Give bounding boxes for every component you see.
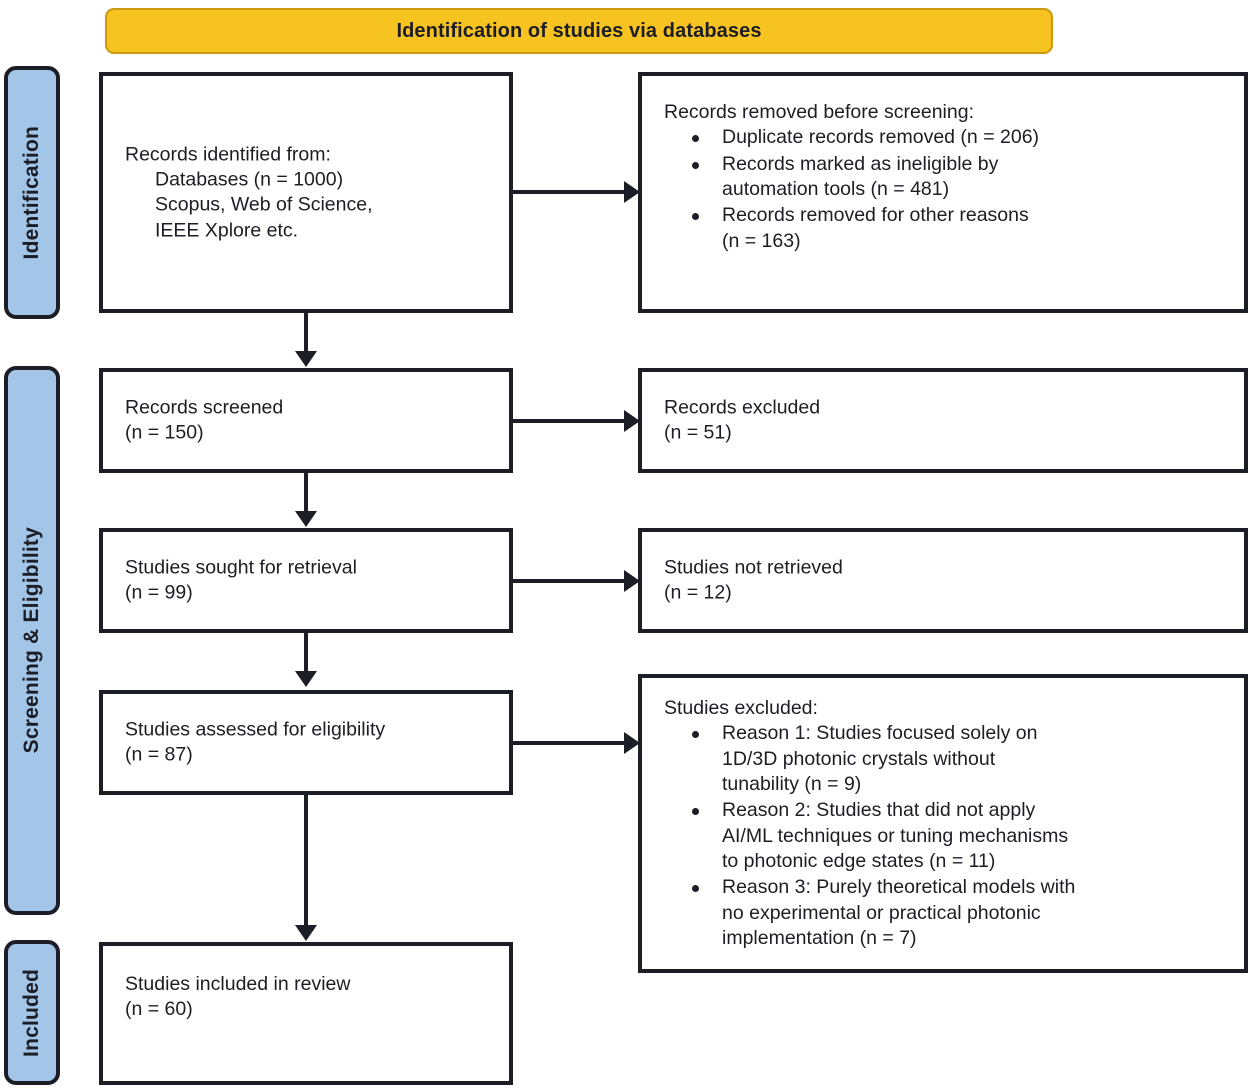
list-item: Reason 2: Studies that did not apply AI/… <box>664 798 1232 874</box>
studies-included-line-2: (n = 60) <box>125 998 193 1021</box>
stage-pill-included: Included <box>4 940 60 1085</box>
records-screened-line-2: (n = 150) <box>125 421 204 444</box>
stage-label-identification: Identification <box>20 125 43 260</box>
records-excluded-line-1: Records excluded <box>664 396 821 419</box>
studies-included-line-1: Studies included in review <box>125 973 351 995</box>
connector-sought-to-assessed <box>304 633 308 673</box>
stage-label-screening-eligibility: Screening & Eligibility <box>20 527 43 754</box>
arrow-right-icon-screened-to-excluded <box>624 410 640 432</box>
connector-assessed-to-included <box>304 795 308 927</box>
records-screened-line-1: Records screened <box>125 396 284 419</box>
list-item: Reason 3: Purely theoretical models with… <box>664 875 1232 951</box>
box-studies-assessed-content: Studies assessed for eligibility (n = 87… <box>125 717 497 768</box>
stage-pill-identification: Identification <box>4 66 60 319</box>
stage-pill-screening-eligibility: Screening & Eligibility <box>4 366 60 915</box>
box-records-removed-content: Records removed before screening: Duplic… <box>664 100 1232 255</box>
box-records-excluded-content: Records excluded (n = 51) <box>664 395 1232 446</box>
studies-sought-line-1: Studies sought for retrieval <box>125 556 357 579</box>
list-item: Duplicate records removed (n = 206) <box>664 125 1232 150</box>
arrow-down-icon-screened-to-sought <box>295 511 317 527</box>
studies-excluded-bullet-list: Reason 1: Studies focused solely on 1D/3… <box>664 721 1232 951</box>
banner-title: Identification of studies via databases <box>396 19 762 42</box>
stage-label-included: Included <box>20 968 43 1057</box>
box-studies-assessed-for-eligibility: Studies assessed for eligibility (n = 87… <box>99 690 513 795</box>
studies-not-retrieved-line-2: (n = 12) <box>664 581 732 604</box>
records-excluded-line-2: (n = 51) <box>664 421 732 444</box>
banner-identification-via-databases: Identification of studies via databases <box>105 8 1053 54</box>
studies-assessed-line-2: (n = 87) <box>125 743 193 766</box>
studies-assessed-line-1: Studies assessed for eligibility <box>125 718 386 741</box>
connector-assessed-to-studies-excluded <box>513 741 626 745</box>
connector-screened-to-excluded <box>513 419 626 423</box>
records-removed-bullet-list: Duplicate records removed (n = 206) Reco… <box>664 125 1232 254</box>
studies-not-retrieved-line-1: Studies not retrieved <box>664 556 843 579</box>
arrow-right-icon-assessed-to-studies-excluded <box>624 732 640 754</box>
records-removed-heading: Records removed before screening: <box>664 101 974 123</box>
arrow-down-icon-sought-to-assessed <box>295 671 317 687</box>
studies-sought-line-2: (n = 99) <box>125 581 193 604</box>
arrow-down-icon-assessed-to-included <box>295 925 317 941</box>
box-records-removed-before-screening: Records removed before screening: Duplic… <box>638 72 1248 313</box>
studies-excluded-heading: Studies excluded: <box>664 697 818 719</box>
arrow-down-icon-identified-to-screened <box>295 351 317 367</box>
box-records-excluded: Records excluded (n = 51) <box>638 368 1248 473</box>
connector-identified-to-removed <box>513 190 626 194</box>
list-item: Reason 1: Studies focused solely on 1D/3… <box>664 721 1232 797</box>
box-records-identified: Records identified from: Databases (n = … <box>99 72 513 313</box>
arrow-right-icon-sought-to-not-retrieved <box>624 570 640 592</box>
records-identified-line-1: Records identified from: <box>125 142 331 165</box>
list-item: Records marked as ineligible by automati… <box>664 152 1232 203</box>
box-studies-not-retrieved: Studies not retrieved (n = 12) <box>638 528 1248 633</box>
box-records-identified-content: Records identified from: Databases (n = … <box>125 142 497 243</box>
box-studies-included-content: Studies included in review (n = 60) <box>125 972 497 1023</box>
box-studies-included-in-review: Studies included in review (n = 60) <box>99 942 513 1085</box>
box-studies-sought-content: Studies sought for retrieval (n = 99) <box>125 555 497 606</box>
records-identified-line-4: IEEE Xplore etc. <box>155 218 299 241</box>
box-studies-excluded-content: Studies excluded: Reason 1: Studies focu… <box>664 696 1232 952</box>
arrow-right-icon-identified-to-removed <box>624 181 640 203</box>
box-records-screened: Records screened (n = 150) <box>99 368 513 473</box>
list-item: Records removed for other reasons (n = 1… <box>664 203 1232 254</box>
connector-identified-to-screened <box>304 313 308 353</box>
records-identified-line-2: Databases (n = 1000) <box>155 168 344 191</box>
connector-screened-to-sought <box>304 473 308 513</box>
connector-sought-to-not-retrieved <box>513 579 626 583</box>
records-identified-line-3: Scopus, Web of Science, <box>155 193 373 216</box>
box-records-screened-content: Records screened (n = 150) <box>125 395 497 446</box>
box-studies-not-retrieved-content: Studies not retrieved (n = 12) <box>664 555 1232 606</box>
box-studies-excluded: Studies excluded: Reason 1: Studies focu… <box>638 674 1248 973</box>
box-studies-sought-for-retrieval: Studies sought for retrieval (n = 99) <box>99 528 513 633</box>
